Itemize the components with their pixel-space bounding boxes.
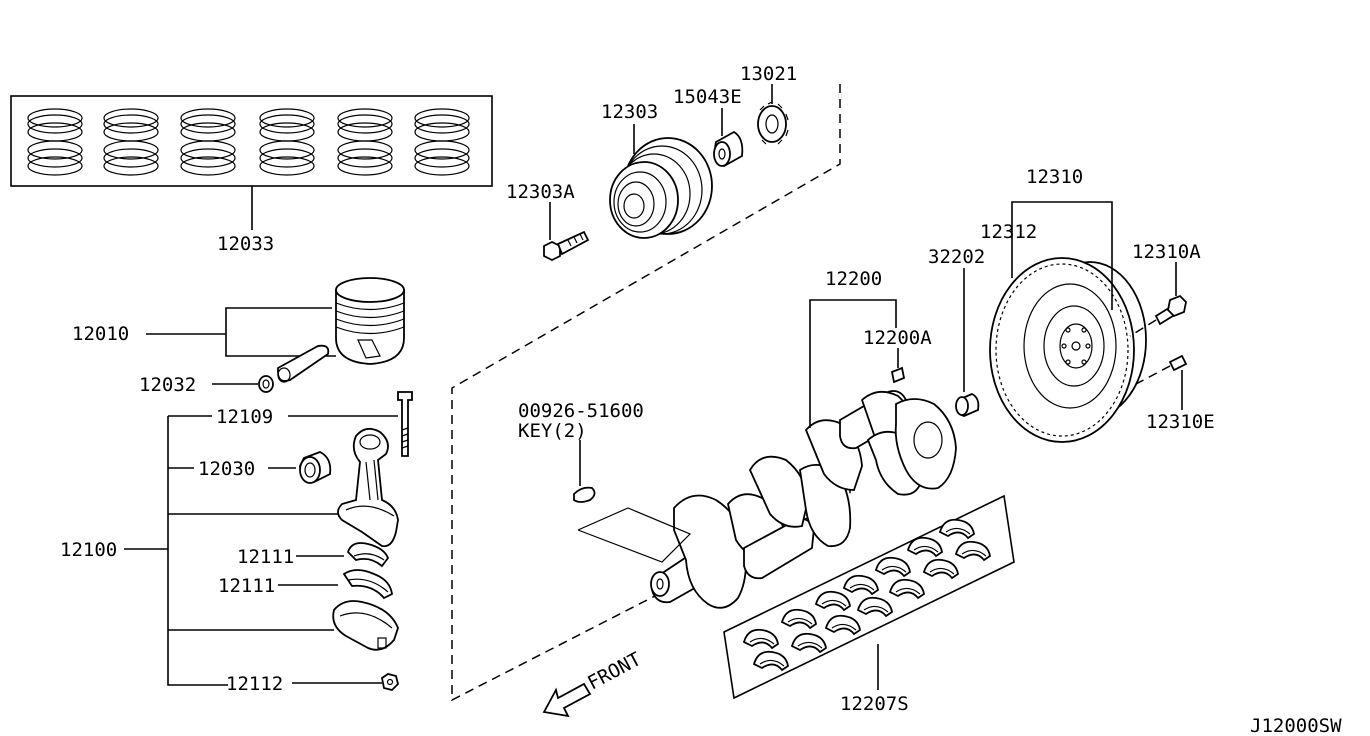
label-12310E: 12310E bbox=[1146, 411, 1215, 433]
main-bearing-shell bbox=[742, 628, 779, 650]
label-12032: 12032 bbox=[139, 374, 196, 396]
main-bearing-shell bbox=[888, 578, 925, 600]
label-key-qty: KEY(2) bbox=[518, 420, 587, 442]
main-bearing-shell bbox=[814, 590, 851, 612]
label-12312: 12312 bbox=[980, 221, 1037, 243]
con-rod-bushing[interactable] bbox=[299, 451, 332, 484]
bracket-12010 bbox=[225, 307, 336, 357]
main-bearing-shell bbox=[906, 536, 943, 558]
crank-sprocket[interactable] bbox=[757, 101, 789, 145]
main-bearing-shell bbox=[954, 540, 991, 562]
piston-ring-stack bbox=[27, 108, 83, 176]
snap-ring[interactable] bbox=[258, 375, 274, 393]
bracket-12310 bbox=[1011, 201, 1113, 310]
label-13021: 13021 bbox=[740, 63, 797, 85]
con-rod-bolt[interactable] bbox=[397, 391, 413, 457]
label-12109: 12109 bbox=[216, 406, 273, 428]
label-12207S: 12207S bbox=[840, 693, 909, 715]
label-32202: 32202 bbox=[928, 246, 985, 268]
main-bearing-box bbox=[723, 494, 1015, 700]
crank-pulley[interactable] bbox=[609, 137, 713, 239]
main-bearing-shell bbox=[874, 556, 911, 578]
main-bearing-shell bbox=[938, 518, 975, 540]
main-bearing-shell bbox=[842, 574, 879, 596]
piston-ring-stack bbox=[337, 108, 393, 176]
label-12303A: 12303A bbox=[506, 181, 575, 203]
label-12111-a: 12111 bbox=[237, 546, 294, 568]
label-12112: 12112 bbox=[226, 673, 283, 695]
sprocket-spacer[interactable] bbox=[713, 130, 744, 168]
front-label: FRONT bbox=[584, 648, 645, 694]
pilot-bushing[interactable] bbox=[955, 393, 980, 417]
key-projection bbox=[577, 507, 692, 563]
label-12030: 12030 bbox=[198, 458, 255, 480]
main-bearing-shell bbox=[780, 608, 817, 630]
piston-ring-stacks bbox=[27, 108, 470, 176]
con-rod-cap[interactable] bbox=[332, 600, 399, 651]
label-12303: 12303 bbox=[601, 101, 658, 123]
main-bearing-shell bbox=[922, 558, 959, 580]
con-rod-bracket bbox=[167, 416, 228, 686]
bracket-12200 bbox=[809, 299, 897, 428]
piston-ring-stack bbox=[180, 108, 236, 176]
piston[interactable] bbox=[335, 277, 405, 365]
piston-ring-set[interactable] bbox=[10, 95, 493, 187]
crankshaft[interactable] bbox=[650, 390, 957, 609]
main-bearing-shell bbox=[856, 596, 893, 618]
con-rod-bearing-lower[interactable] bbox=[342, 569, 393, 600]
piston-ring-stack bbox=[259, 108, 315, 176]
label-12033: 12033 bbox=[217, 233, 274, 255]
label-12111-b: 12111 bbox=[218, 575, 275, 597]
label-12200A: 12200A bbox=[863, 327, 932, 349]
label-12100: 12100 bbox=[60, 539, 117, 561]
piston-ring-box bbox=[10, 95, 493, 187]
main-bearing-shell bbox=[824, 614, 861, 636]
pulley-bolt[interactable] bbox=[543, 230, 590, 262]
label-key-part: 00926-51600 bbox=[518, 400, 644, 422]
flywheel-bolt[interactable] bbox=[1129, 294, 1187, 337]
label-12310A: 12310A bbox=[1132, 241, 1201, 263]
flywheel-dowel[interactable] bbox=[1135, 354, 1188, 385]
piston-ring-stack bbox=[414, 108, 470, 176]
diagram-code: J12000SW bbox=[1250, 715, 1342, 736]
dashed-region bbox=[451, 84, 851, 702]
front-arrow-icon bbox=[542, 682, 592, 718]
label-15043E: 15043E bbox=[673, 86, 742, 108]
flywheel[interactable] bbox=[989, 257, 1147, 443]
piston-ring-stack bbox=[103, 108, 159, 176]
connecting-rod[interactable] bbox=[337, 427, 399, 548]
label-12310: 12310 bbox=[1026, 166, 1083, 188]
con-rod-nut[interactable] bbox=[380, 673, 399, 691]
crank-pin[interactable] bbox=[890, 366, 906, 384]
main-bearing-shell bbox=[752, 650, 789, 672]
main-bearing-shell bbox=[790, 632, 827, 654]
crank-key[interactable] bbox=[573, 486, 596, 503]
piston-pin[interactable] bbox=[277, 344, 330, 383]
con-rod-bearing-upper[interactable] bbox=[346, 542, 390, 568]
label-12200: 12200 bbox=[825, 268, 882, 290]
label-12010: 12010 bbox=[72, 323, 129, 345]
main-bearing-set[interactable] bbox=[742, 518, 991, 672]
